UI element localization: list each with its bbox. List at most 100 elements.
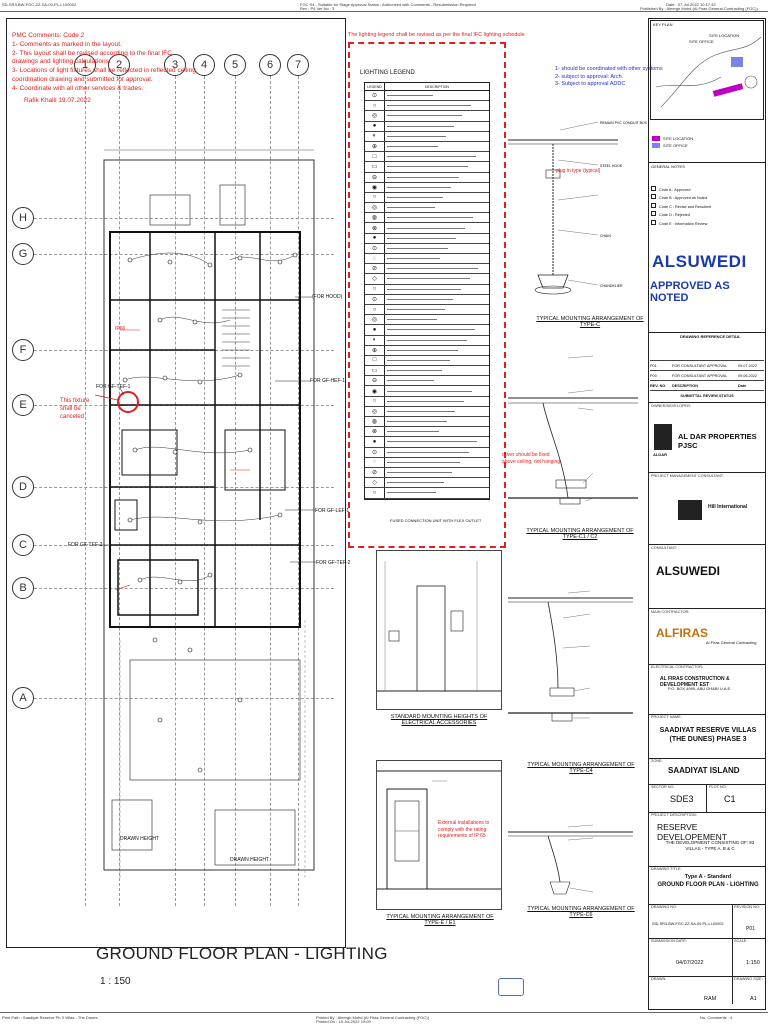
legend-description	[385, 427, 489, 436]
drawing-size-label: DRAWING SIZE:	[734, 977, 763, 981]
legend-symbol-icon: ◐	[365, 335, 385, 345]
legend-description	[385, 346, 489, 355]
legend-title: LIGHTING LEGEND	[360, 70, 415, 76]
legend-col-description: DESCRIPTION	[425, 84, 449, 89]
drawing-title: GROUND FLOOR PLAN - LIGHTING	[96, 944, 388, 963]
caption-type-c: TYPICAL MOUNTING ARRANGEMENT OF TYPE-C	[536, 316, 644, 328]
review-codes: Code A : Approved Code B : Approved as N…	[651, 186, 761, 228]
legend-row: ⊖	[365, 172, 489, 183]
legend-site-location: SITE LOCATION	[663, 136, 694, 141]
legend-symbol-icon: ◎	[365, 315, 385, 325]
legend-description	[385, 274, 489, 283]
document-header: SD-SR3-BW-FGC-ZZ-SA-00-PL-LI-00002 FGC S…	[0, 0, 768, 12]
drawn-height-2: DRAWN HEIGHT	[230, 857, 269, 863]
legend-symbol-icon: ◌	[365, 457, 385, 467]
legend-symbol-icon: ●	[365, 325, 385, 335]
drawing-scale: 1 : 150	[100, 976, 131, 987]
legend-description	[385, 305, 489, 314]
pm-name: Hill International	[708, 504, 748, 510]
grid-col-5: 5	[224, 54, 246, 76]
legend-description	[385, 122, 489, 131]
footer-comments: No. Comments : 4	[700, 1015, 733, 1020]
legend-symbol-icon: ⊙	[365, 91, 385, 101]
main-contractor-label: MAIN CONTRACTOR:	[651, 610, 690, 614]
legend-description	[385, 213, 489, 222]
zone-label: ZONE:	[651, 759, 663, 763]
hill-logo	[678, 500, 702, 520]
code-d: Code D : Rejected	[651, 211, 761, 219]
footer-path: Print Path : Saadiyat Reserve Ph 3 Villa…	[2, 1015, 98, 1020]
consult-note-3: 3- Subject to approval ADDC	[555, 81, 626, 88]
legend-description	[385, 173, 489, 182]
grid-row-f: F	[12, 339, 34, 361]
pmc-comment-4: 4- Coordinate with all other services & …	[12, 84, 144, 92]
legend-row: ○	[365, 396, 489, 407]
drawing-ref-label: DRAWING REFERENCE DETAIL	[680, 334, 741, 339]
sector-label: SECTOR NO:	[651, 785, 675, 789]
legend-description	[385, 203, 489, 212]
grid-row-e: E	[12, 394, 34, 416]
code-e: Code E : Information Review	[651, 219, 761, 228]
key-plan-legend: SITE LOCATION SITE OFFICE	[652, 136, 762, 148]
pmc-signature: Rafik Khalil 19.07.2022	[24, 97, 91, 105]
legend-symbol-icon: ○	[365, 396, 385, 406]
revision-row-2: P00 FOR CONSULTANT APPROVAL 09.06.2022	[650, 370, 764, 380]
legend-description	[385, 488, 489, 497]
label-tef2-left: FOR GF-TEF-2	[68, 542, 103, 548]
project-desc-label: PROJECT DESCRIPTION:	[651, 813, 697, 817]
legend-symbol-icon: ●	[365, 233, 385, 243]
legend-symbol-icon: ●	[365, 121, 385, 131]
legend-row: ◇	[365, 478, 489, 489]
legend-description	[385, 315, 489, 324]
legend-description	[385, 193, 489, 202]
legend-row: ⊖	[365, 376, 489, 387]
grid-row-h: H	[12, 207, 34, 229]
legend-symbol-icon: ◎	[365, 406, 385, 416]
elec-contractor-address: P.O. BOX 4990, ABU DHABI U.A.E.	[668, 686, 732, 691]
header-rev: Rev : P4 Ver No : 3	[300, 6, 335, 11]
label-tef1: FOR GF-TEF-1	[96, 384, 131, 390]
legend-symbol-icon: ◉	[365, 386, 385, 396]
label-hef1: FOR GF-HEF-1	[310, 378, 345, 384]
drawing-size: A1	[750, 996, 757, 1002]
plot-value: C1	[724, 794, 736, 804]
chain-label: CHAIN	[600, 234, 611, 238]
pmc-heading: PMC Comments: Code 2	[12, 32, 85, 39]
title-block	[648, 18, 766, 1010]
contractor-logo: ALFIRAS	[656, 626, 708, 640]
legend-row: ⊕	[365, 345, 489, 356]
owner-label: OWNER/DEVELOPER:	[651, 404, 691, 408]
aldar-logo-text: ALDAR	[653, 452, 667, 457]
legend-bottom-note: FUSED CONNECTION UNIT WITH FLEX OUTLET	[390, 518, 482, 523]
legend-description	[385, 183, 489, 192]
driver-note: driver should be fixed above ceiling, no…	[502, 452, 561, 465]
tb-drawing-title: GROUND FLOOR PLAN - LIGHTING	[657, 882, 759, 888]
caption-standard-heights: STANDARD MOUNTING HEIGHTS OF ELECTRICAL …	[390, 714, 488, 726]
legend-description	[385, 111, 489, 120]
floor-plan-drawing	[94, 149, 316, 880]
label-tef2: FOR GF-TEF-2	[316, 560, 351, 566]
caption-type-c6: TYPICAL MOUNTING ARRANGEMENT OF TYPE-C6	[527, 906, 635, 918]
legend-symbol-icon: ⊘	[365, 264, 385, 274]
caption-type-c4: TYPICAL MOUNTING ARRANGEMENT OF TYPE-C4	[527, 762, 635, 774]
approved-as-noted-stamp: APPROVED AS NOTED	[650, 280, 730, 304]
legend-description	[385, 478, 489, 487]
header-date: Date : 07-Jul-2022 10:17:33	[666, 2, 716, 7]
legend-row: ⊗	[365, 427, 489, 438]
drawing-no-label: DRAWING NO:	[651, 905, 678, 909]
legend-description	[385, 152, 489, 161]
legend-symbol-icon: ⊗	[365, 427, 385, 437]
pmc-comment-1: 1- Comments as marked in the layout.	[12, 40, 122, 48]
legend-row: ◎	[365, 111, 489, 122]
legend-description	[385, 285, 489, 294]
grid-col-6: 6	[259, 54, 281, 76]
key-plan: KEY PLAN SITE OFFICE SITE LOCATION	[650, 20, 764, 120]
submission-date: 04/07/2022	[676, 960, 704, 966]
grid-row-b: B	[12, 577, 34, 599]
legend-description	[385, 223, 489, 232]
legend-description	[385, 336, 489, 345]
legend-description	[385, 407, 489, 416]
legend-row: ⊕	[365, 141, 489, 153]
key-site-location: SITE LOCATION	[709, 33, 740, 38]
legend-symbol-icon: □	[365, 355, 385, 366]
